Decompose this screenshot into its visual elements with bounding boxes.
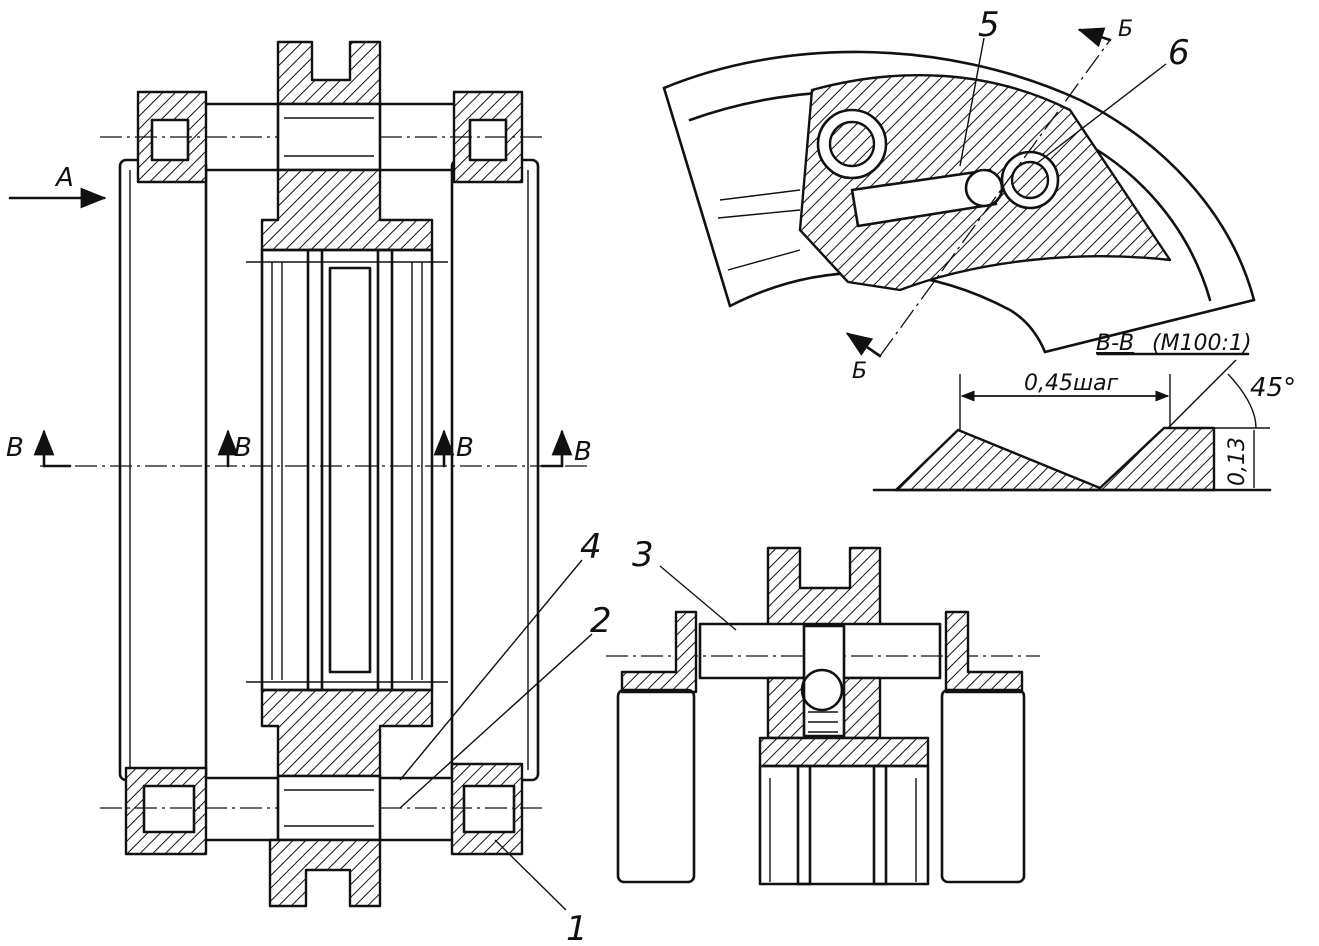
left-ring (118, 158, 208, 782)
detail-title: В-В (1096, 331, 1134, 356)
leader-1 (494, 839, 567, 911)
pitch-dimension: 0,45шаг (1024, 371, 1119, 396)
right-ring (450, 158, 540, 782)
leader-6 (1035, 63, 1167, 165)
callout-6: 6 (1168, 33, 1190, 73)
section-mark-b-2: Б (1118, 17, 1133, 42)
callout-3: 3 (632, 535, 654, 575)
angle-dimension: 45° (1250, 373, 1296, 403)
bottom-section-view (606, 546, 1040, 886)
thread-profile-detail (872, 352, 1272, 492)
leader-5 (959, 37, 985, 167)
depth-dimension: 0,13 (1225, 437, 1250, 486)
callout-1: 1 (566, 909, 588, 946)
section-mark-2: В (234, 433, 252, 463)
leader-2 (399, 633, 593, 809)
section-mark-b-1: Б (852, 359, 867, 384)
main-view (8, 40, 590, 908)
arc-section-view (662, 27, 1256, 358)
leader-4 (399, 559, 583, 781)
callout-4: 4 (580, 527, 602, 567)
pulley-bottom (268, 838, 382, 908)
section-mark-1: В (6, 433, 24, 463)
callout-2: 2 (590, 601, 612, 641)
pulley-top (276, 40, 382, 106)
central-drum (260, 248, 434, 692)
detail-scale: (М100:1) (1152, 331, 1252, 356)
section-mark-4: В (574, 437, 592, 467)
callout-5: 5 (978, 5, 1000, 45)
section-mark-3: В (456, 433, 474, 463)
view-a-label: A (54, 163, 74, 193)
leader-3 (659, 565, 737, 631)
